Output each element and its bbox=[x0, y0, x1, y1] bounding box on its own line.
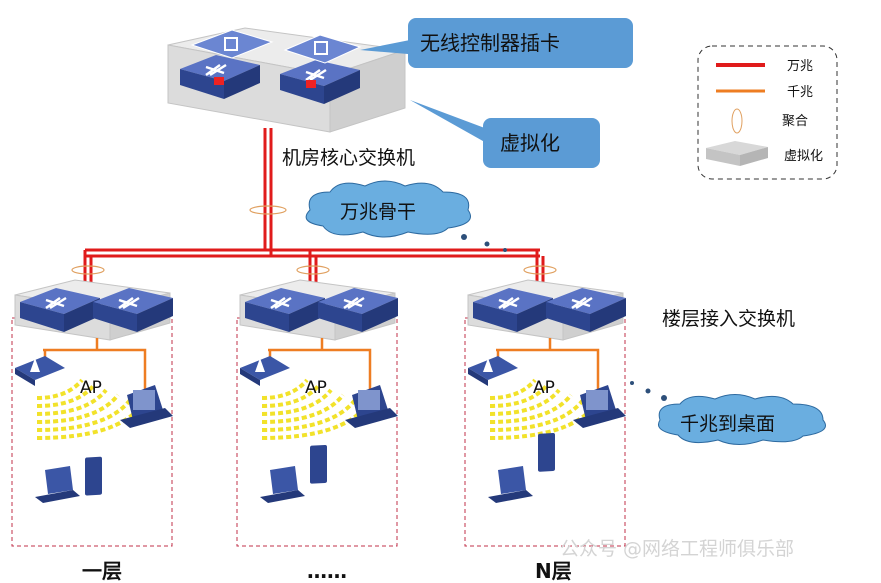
laptop-icon bbox=[35, 466, 80, 503]
floor-boundary bbox=[236, 317, 398, 547]
desktop-pc-icon bbox=[120, 385, 173, 428]
ap-label: AP bbox=[80, 378, 102, 398]
access-point-icon bbox=[15, 356, 65, 386]
desktop-pc-icon bbox=[345, 385, 398, 428]
laptop-icon bbox=[488, 466, 533, 503]
core-switch-label: 机房核心交换机 bbox=[282, 147, 415, 169]
tablet-icon bbox=[538, 433, 555, 472]
cloud-desktop-text: 千兆到桌面 bbox=[680, 413, 775, 435]
tablet-icon bbox=[310, 444, 327, 484]
floor-boundary bbox=[11, 317, 173, 547]
desktop-pc-icon bbox=[573, 385, 626, 428]
callout-controller: 无线控制器插卡 bbox=[360, 18, 633, 68]
floor-label: N层 bbox=[535, 559, 572, 583]
callout-controller-text: 无线控制器插卡 bbox=[420, 31, 560, 55]
floor-group: AP N层 bbox=[464, 279, 628, 583]
legend-label: 虚拟化 bbox=[784, 149, 823, 164]
callout-virtualization: 虚拟化 bbox=[410, 100, 600, 168]
tablet-icon bbox=[85, 456, 102, 496]
ap-label: AP bbox=[305, 378, 327, 398]
cloud-backbone-text: 万兆骨干 bbox=[340, 201, 416, 223]
controller-card-icon bbox=[190, 29, 274, 59]
core-switch-chassis bbox=[167, 27, 406, 133]
floor-group: AP …… bbox=[236, 279, 400, 583]
floor-boundary bbox=[464, 317, 626, 547]
floor-label: 一层 bbox=[82, 559, 122, 583]
cloud-desktop: 千兆到桌面 bbox=[630, 381, 826, 445]
laptop-icon bbox=[260, 466, 305, 503]
watermark: 公众号 @网络工程师俱乐部 bbox=[560, 538, 794, 560]
access-point-icon bbox=[240, 356, 290, 386]
ap-label: AP bbox=[533, 378, 555, 398]
legend-label: 万兆 bbox=[787, 59, 813, 74]
floor-group: AP 一层 bbox=[11, 279, 175, 583]
legend-label: 聚合 bbox=[782, 114, 808, 129]
controller-card-icon bbox=[283, 34, 362, 64]
access-switch-label: 楼层接入交换机 bbox=[662, 308, 795, 330]
legend-aggregation-icon bbox=[731, 108, 743, 134]
legend-virtualization-icon bbox=[706, 141, 768, 166]
callout-virtualization-text: 虚拟化 bbox=[500, 131, 560, 155]
legend: 万兆 千兆 聚合 虚拟化 bbox=[697, 45, 838, 180]
access-point-icon bbox=[468, 356, 518, 386]
legend-label: 千兆 bbox=[787, 85, 813, 100]
floor-label: …… bbox=[307, 559, 347, 583]
cloud-backbone: 万兆骨干 bbox=[305, 180, 507, 252]
aggregation-icon bbox=[71, 205, 557, 275]
